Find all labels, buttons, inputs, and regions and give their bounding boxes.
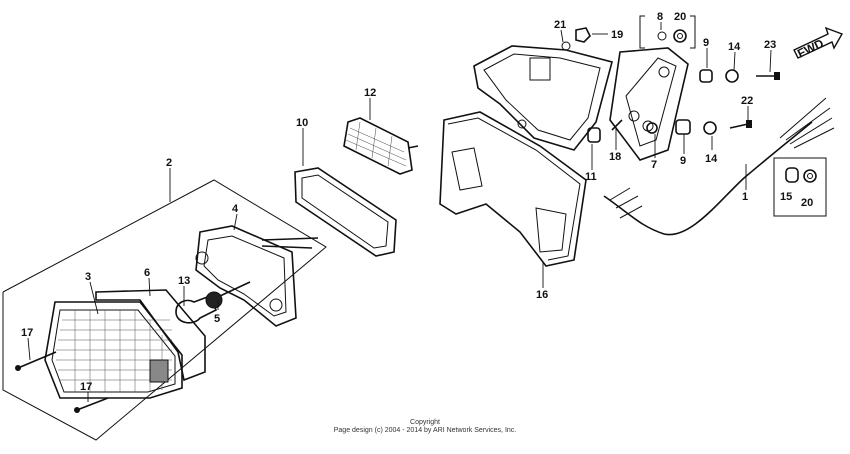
callout-13: 13 — [178, 275, 190, 287]
callout-3: 3 — [85, 271, 91, 283]
wire-harness — [603, 97, 835, 236]
copyright-line-1: Copyright — [410, 419, 440, 426]
callout-6: 6 — [144, 267, 150, 279]
side-bracket — [609, 47, 689, 161]
taillight-housing — [195, 225, 319, 327]
forward-direction-indicator: FWD — [793, 26, 844, 61]
callout-18: 18 — [609, 151, 621, 163]
callout-labels: 2 3 6 4 13 5 10 12 17 17 16 21 19 8 20 9… — [21, 11, 813, 393]
callout-8: 8 — [657, 11, 663, 23]
reflector — [343, 117, 419, 175]
callout-1: 1 — [742, 191, 748, 203]
callout-17-b: 17 — [80, 381, 92, 393]
grouping-brackets — [639, 15, 827, 217]
callout-20-a: 20 — [674, 11, 686, 23]
callout-14-b: 14 — [705, 153, 718, 165]
callout-22: 22 — [741, 95, 753, 107]
lens-screws — [15, 351, 109, 413]
callout-7: 7 — [651, 159, 657, 171]
callout-14-a: 14 — [728, 41, 741, 53]
callout-23: 23 — [764, 39, 776, 51]
copyright-line-2: Page design (c) 2004 - 2014 by ARI Netwo… — [333, 427, 517, 434]
callout-2: 2 — [166, 157, 172, 169]
callout-21: 21 — [554, 19, 566, 31]
taillight-lens — [44, 301, 183, 399]
callout-11: 11 — [585, 171, 597, 183]
taillight-group-box — [2, 179, 327, 441]
lamp-bezel — [294, 167, 397, 257]
callout-19: 19 — [611, 29, 623, 41]
hardware-nuts — [561, 27, 780, 143]
rear-fender-mount — [473, 45, 613, 151]
callout-4: 4 — [232, 203, 239, 215]
callout-12: 12 — [364, 87, 376, 99]
license-bracket — [439, 111, 587, 267]
callout-20-b: 20 — [801, 197, 813, 209]
callout-17-a: 17 — [21, 327, 33, 339]
lens-gasket — [95, 289, 206, 382]
callout-9-a: 9 — [703, 37, 709, 49]
callout-10: 10 — [296, 117, 308, 129]
leader-lines — [27, 22, 772, 402]
callout-15: 15 — [780, 191, 792, 203]
callout-16: 16 — [536, 289, 548, 301]
callout-9-b: 9 — [680, 155, 686, 167]
callout-5: 5 — [214, 313, 220, 325]
